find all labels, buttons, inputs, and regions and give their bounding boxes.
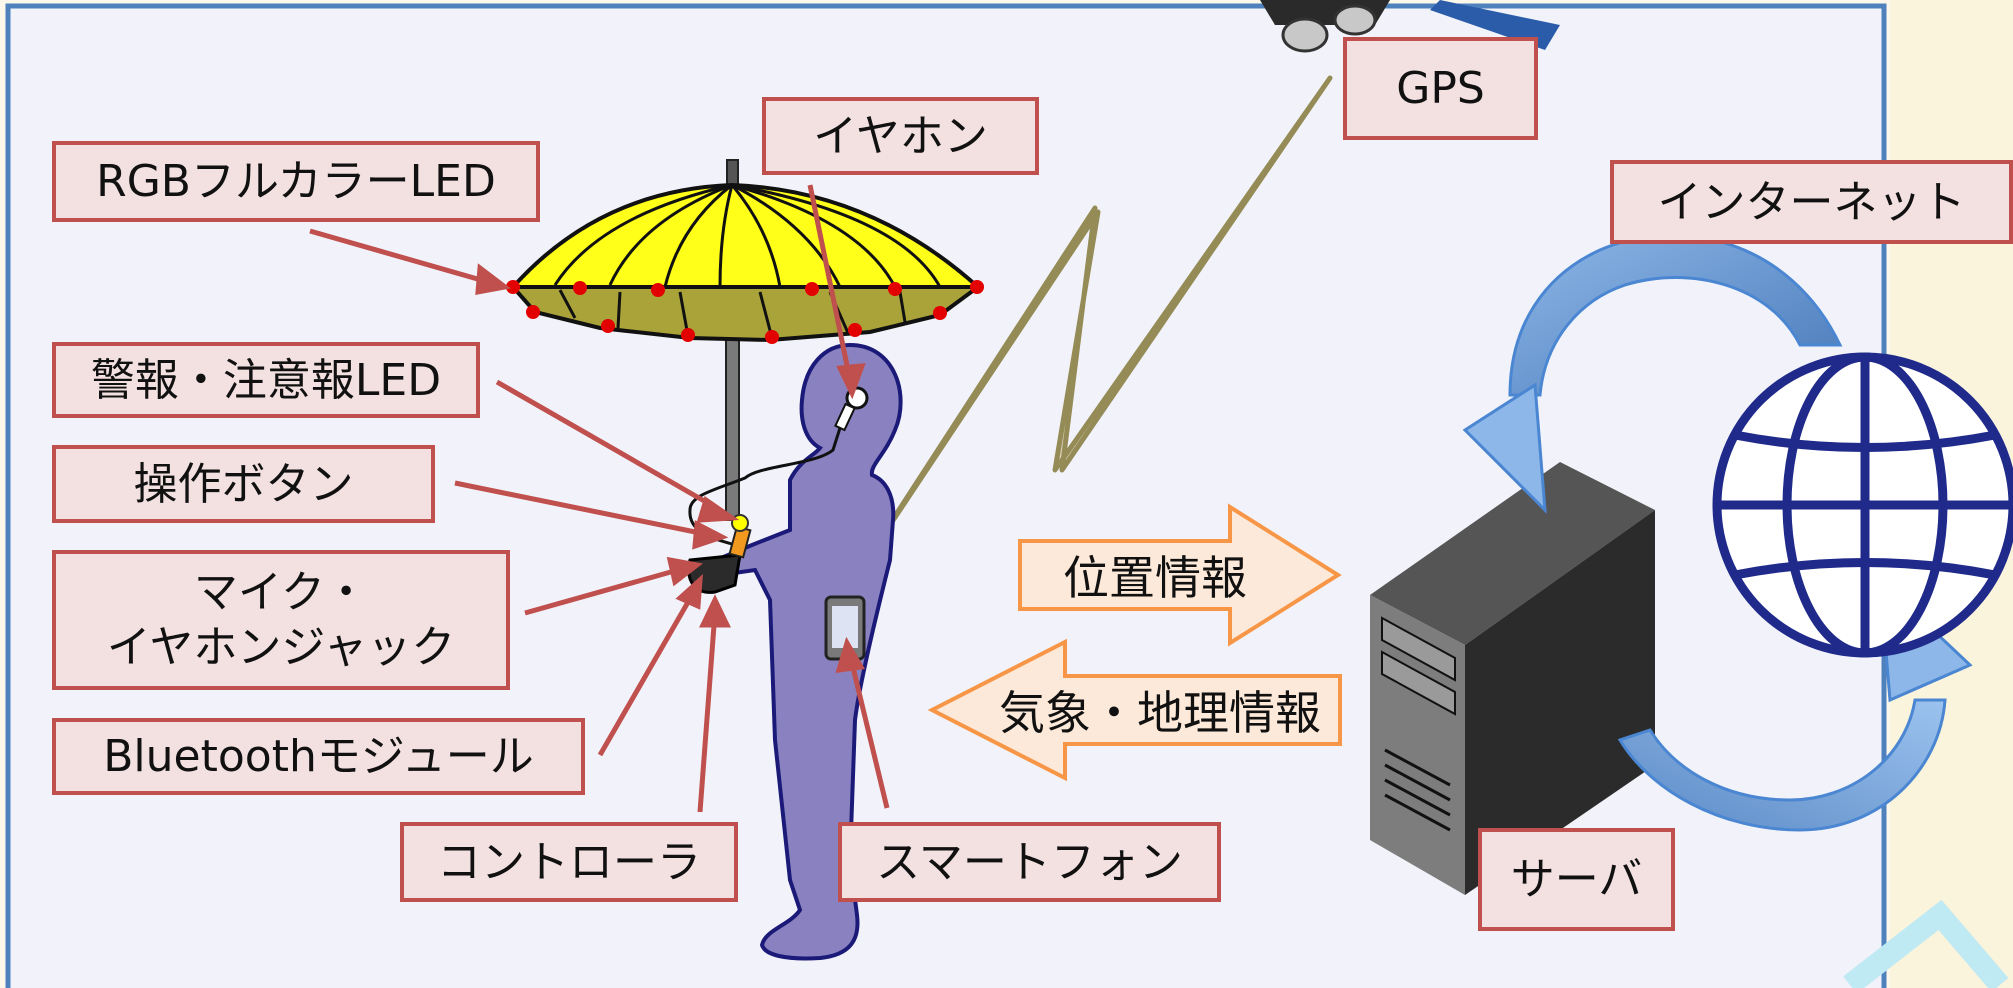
label-mic-jack-line2: イヤホンジャック [106, 622, 456, 673]
label-earphone: イヤホン [762, 97, 1039, 175]
weather-flow-arrow [927, 638, 1342, 782]
label-controller: コントローラ [400, 822, 738, 902]
globe-icon [1712, 352, 2013, 658]
flow-weather-text: 気象・地理情報 [999, 686, 1321, 740]
label-alert-led: 警報・注意報LED [52, 342, 480, 418]
wireless-signal-bolt [857, 75, 1333, 573]
label-rgb-led: RGBフルカラーLED [52, 141, 540, 222]
label-server: サーバ [1478, 828, 1675, 931]
flow-location-text: 位置情報 [1063, 551, 1247, 605]
label-smartphone: スマートフォン [838, 822, 1221, 902]
label-button: 操作ボタン [52, 445, 435, 523]
label-gps: GPS [1343, 37, 1538, 140]
person-silhouette [713, 342, 903, 961]
location-flow-arrow [1018, 503, 1342, 647]
server-icon [1370, 462, 1655, 895]
label-internet: インターネット [1610, 160, 2013, 244]
label-bluetooth: Bluetoothモジュール [52, 718, 585, 795]
label-mic-jack-line1: マイク・ [193, 567, 369, 618]
pointer-arrows [309, 184, 890, 813]
label-mic-jack: マイク・ イヤホンジャック [52, 550, 510, 690]
decorative-cyan-line [1843, 899, 2009, 988]
umbrella-icon [506, 159, 985, 521]
